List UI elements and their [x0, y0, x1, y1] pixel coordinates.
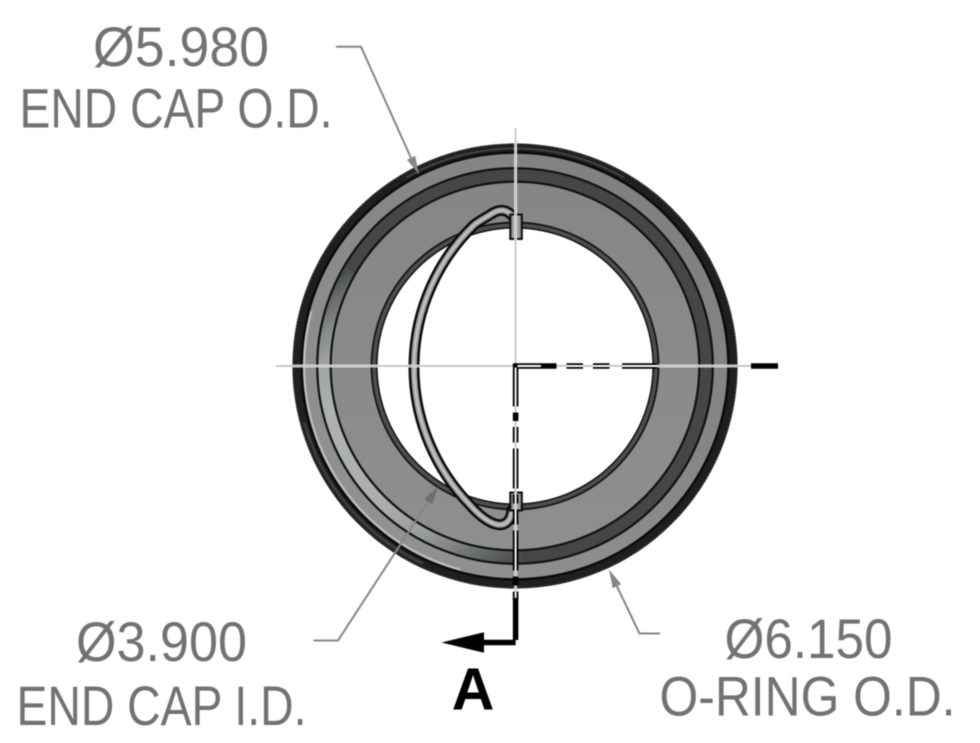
svg-text:Ø6.150: Ø6.150: [725, 607, 893, 670]
svg-text:Ø3.900: Ø3.900: [76, 610, 247, 673]
svg-text:A: A: [452, 657, 495, 723]
svg-text:O-RING O.D.: O-RING O.D.: [660, 665, 956, 728]
svg-text:Ø5.980: Ø5.980: [93, 15, 269, 78]
svg-text:END CAP I.D.: END CAP I.D.: [17, 674, 307, 737]
svg-text:END CAP O.D.: END CAP O.D.: [20, 77, 333, 140]
